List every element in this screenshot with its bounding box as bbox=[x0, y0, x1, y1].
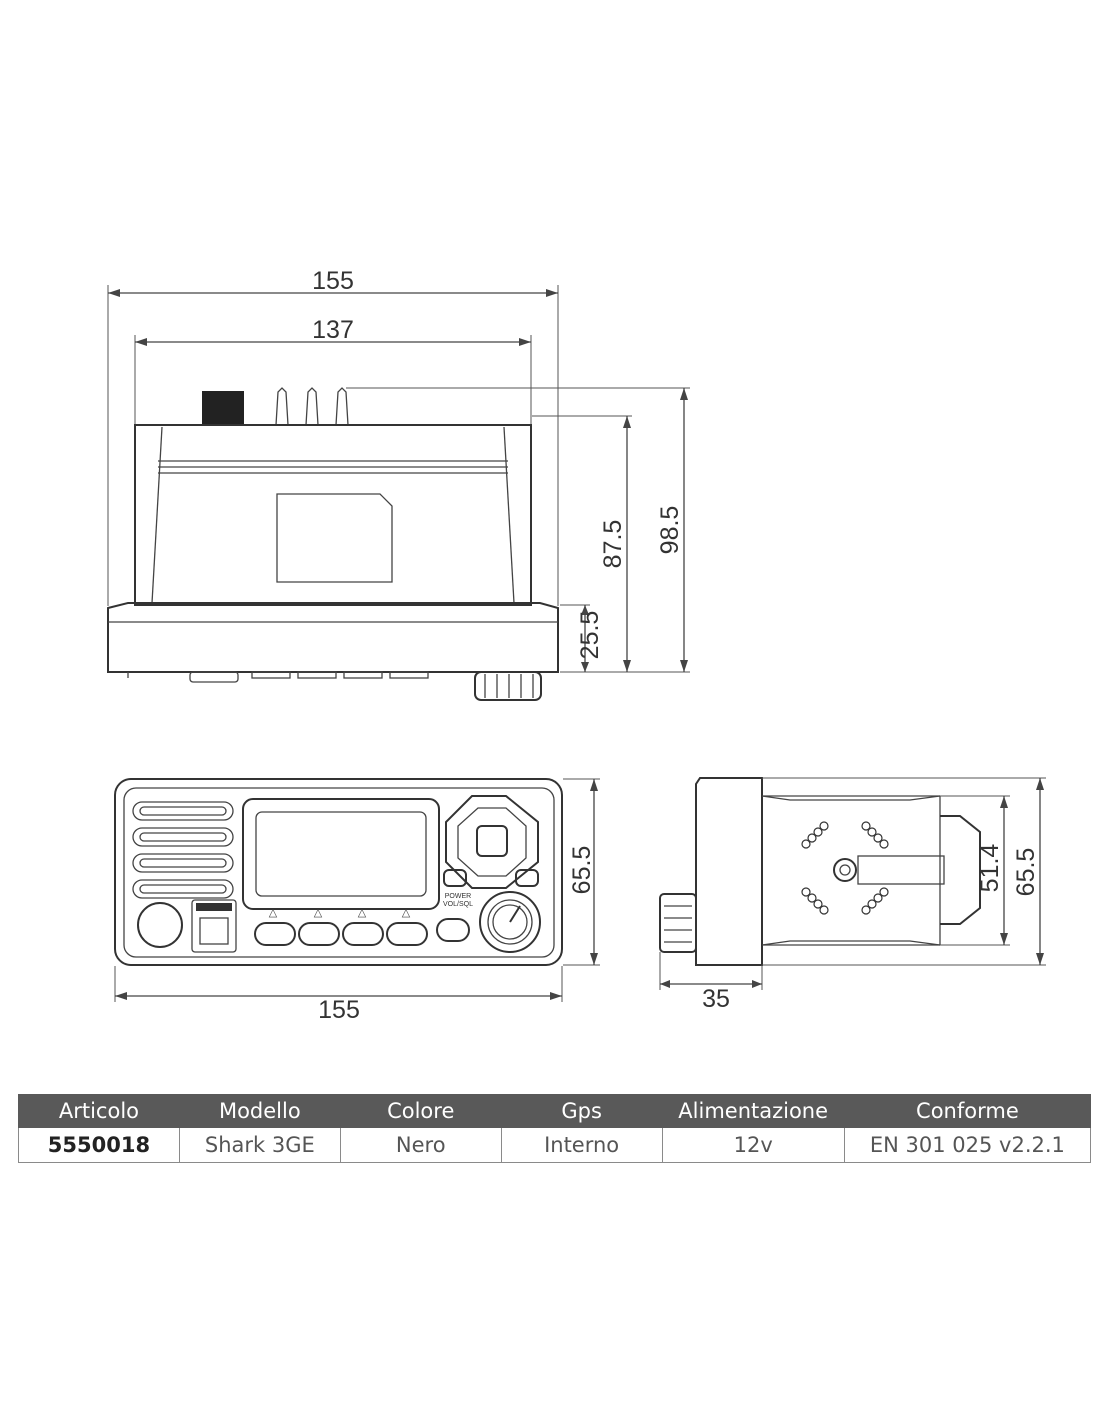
front-view: △ △ △ △ POWER VOL/SQL 65. bbox=[114, 778, 600, 1024]
cell-articolo: 5550018 bbox=[18, 1127, 180, 1163]
table-header-row: Articolo Modello Colore Gps Alimentazion… bbox=[18, 1094, 1092, 1128]
dim-top-width-outer: 155 bbox=[312, 267, 354, 295]
header-colore: Colore bbox=[339, 1094, 502, 1128]
spec-table: Articolo Modello Colore Gps Alimentazion… bbox=[18, 1094, 1092, 1163]
table-row: 5550018 Shark 3GE Nero Interno 12v EN 30… bbox=[18, 1127, 1092, 1163]
dim-front-width: 155 bbox=[318, 996, 360, 1024]
dim-top-height-base: 25.5 bbox=[576, 611, 604, 660]
technical-drawing: 155 137 bbox=[107, 267, 1046, 1024]
svg-text:POWER: POWER bbox=[445, 893, 471, 900]
dim-side-height-outer: 65.5 bbox=[1012, 848, 1040, 897]
svg-text:△: △ bbox=[269, 907, 278, 919]
cell-gps: Interno bbox=[500, 1127, 663, 1163]
cell-alimentazione: 12v bbox=[661, 1127, 845, 1163]
dim-top-width-inner: 137 bbox=[312, 316, 354, 344]
side-view: 51.4 65.5 35 bbox=[659, 777, 1046, 1013]
top-view: 155 137 bbox=[107, 267, 690, 701]
dim-side-depth: 35 bbox=[702, 985, 730, 1013]
cell-conforme: EN 301 025 v2.2.1 bbox=[843, 1127, 1092, 1163]
dim-side-height-inner: 51.4 bbox=[976, 844, 1004, 893]
svg-text:△: △ bbox=[358, 907, 367, 919]
cell-modello: Shark 3GE bbox=[178, 1127, 341, 1163]
dim-top-height-total: 98.5 bbox=[656, 506, 684, 555]
header-modello: Modello bbox=[178, 1094, 341, 1128]
connector-block bbox=[202, 391, 244, 425]
header-gps: Gps bbox=[500, 1094, 663, 1128]
header-articolo: Articolo bbox=[18, 1094, 180, 1128]
svg-text:△: △ bbox=[402, 907, 411, 919]
dim-top-height-body: 87.5 bbox=[599, 520, 627, 569]
cell-colore: Nero bbox=[339, 1127, 502, 1163]
svg-text:△: △ bbox=[314, 907, 323, 919]
header-alimentazione: Alimentazione bbox=[661, 1094, 845, 1128]
dim-front-height: 65.5 bbox=[568, 846, 596, 895]
svg-text:VOL/SQL: VOL/SQL bbox=[443, 901, 473, 908]
header-conforme: Conforme bbox=[843, 1094, 1092, 1128]
